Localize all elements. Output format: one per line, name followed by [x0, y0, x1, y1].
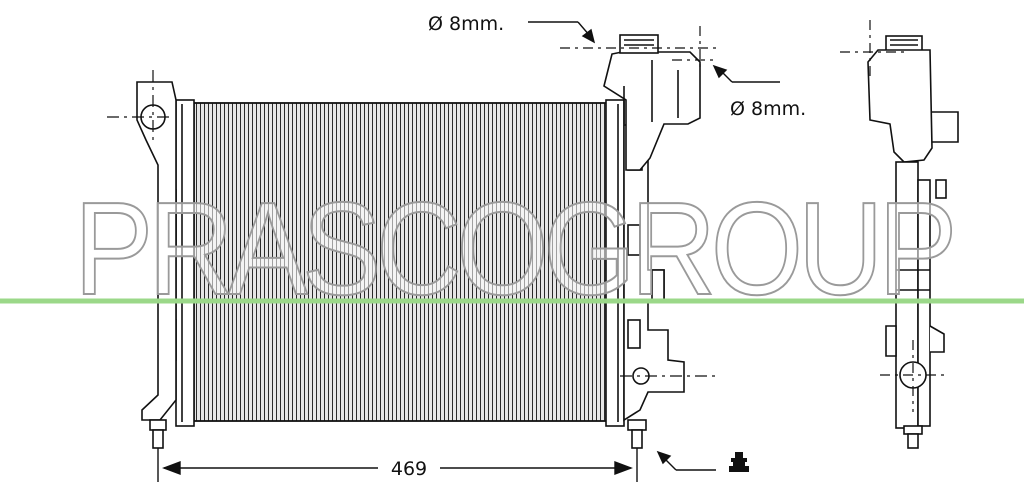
left-mounting-bracket	[107, 70, 177, 421]
hose-top-callout	[528, 21, 596, 44]
mounting-pin-callout	[656, 450, 716, 471]
width-dimension	[157, 448, 638, 482]
radiator-side-view	[840, 20, 959, 449]
right-foot-pin	[627, 419, 647, 449]
hose-side-callout	[712, 64, 780, 83]
left-foot-pin	[149, 419, 167, 449]
width-dimension-label: 469	[391, 458, 427, 480]
hose-side-label: Ø 8mm.	[730, 98, 806, 120]
expansion-tank-cap	[619, 34, 659, 54]
watermark-text: PRASCOGROUP	[74, 175, 952, 322]
radiator-front-view	[107, 26, 720, 449]
mounting-pin-icon	[729, 452, 749, 472]
hose-top-label: Ø 8mm.	[428, 13, 504, 35]
radiator-core	[193, 102, 607, 422]
expansion-tank	[603, 34, 701, 171]
